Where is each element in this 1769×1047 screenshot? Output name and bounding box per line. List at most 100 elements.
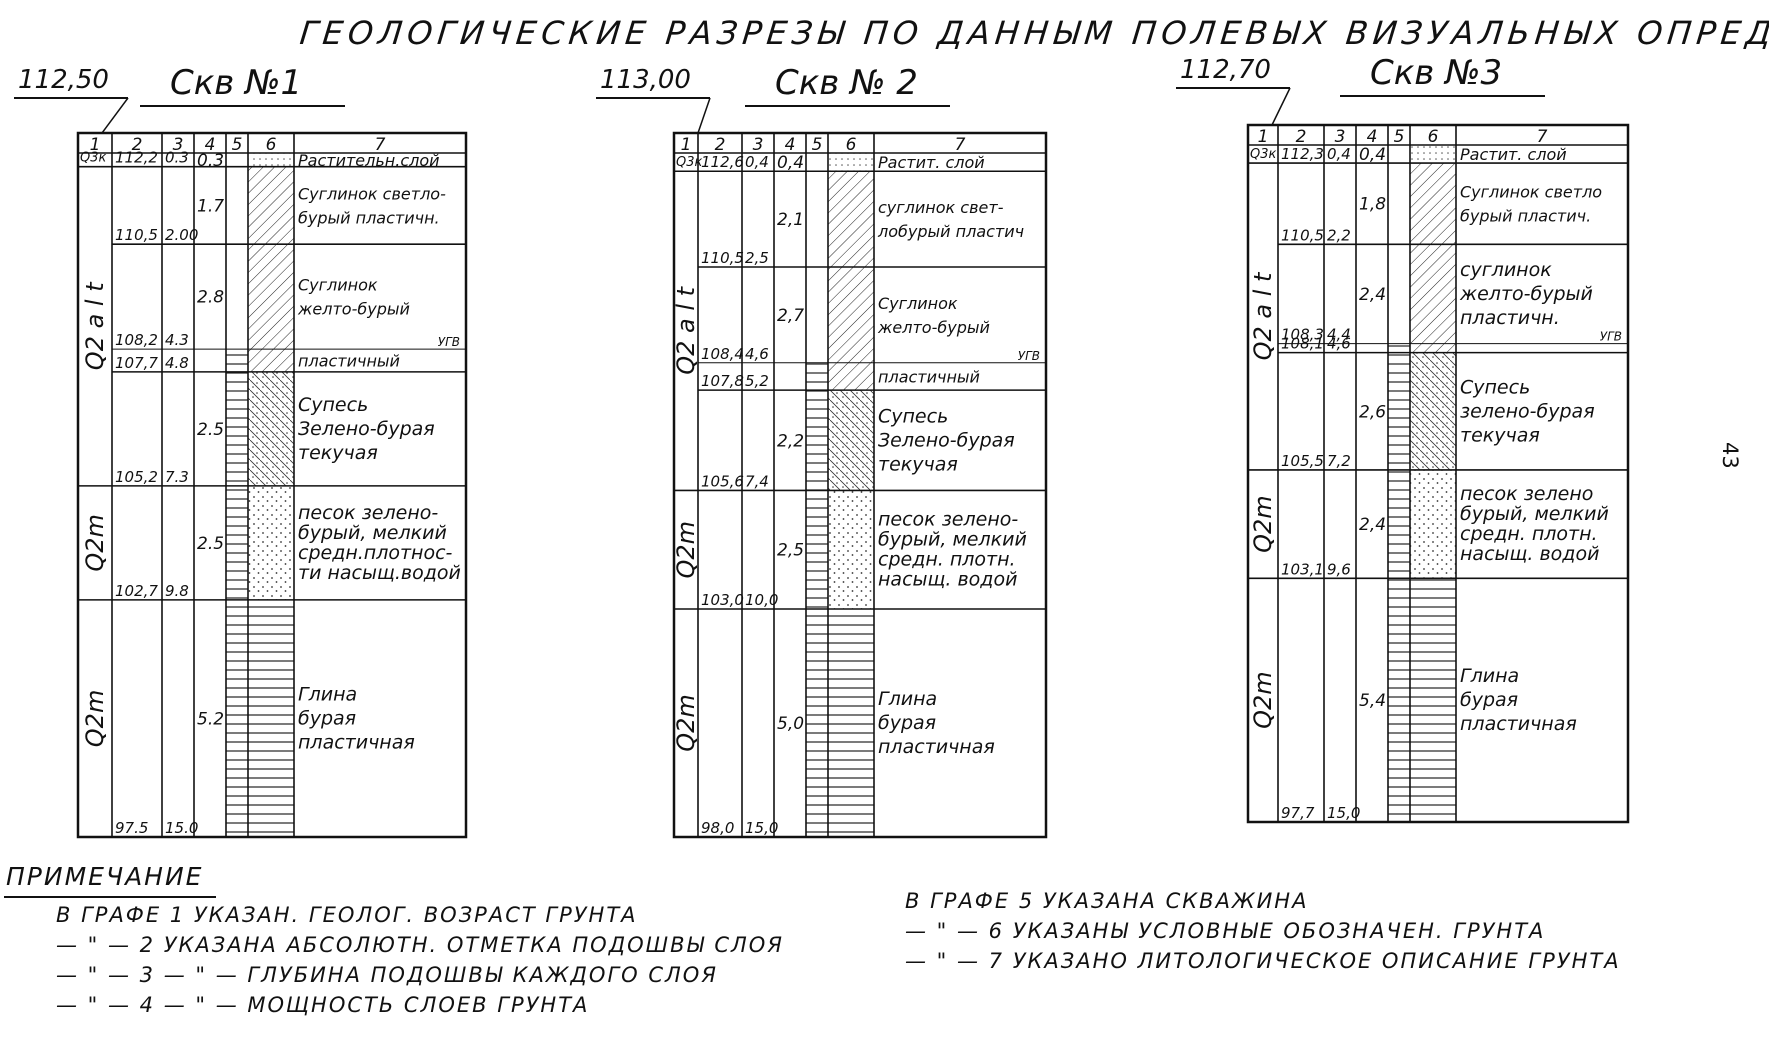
thickness-value: 2,2 [777,431,804,451]
well-title: Скв № 2 [775,63,918,103]
thickness-value: 5,4 [1359,691,1386,711]
notes-underline [4,896,216,898]
lithology-description: песок зелено- [298,502,438,524]
well-column-fill [806,362,828,837]
note-line: — " — 3 — " — ГЛУБИНА ПОДОШВЫ КАЖДОГО СЛ… [56,963,718,987]
column-header: 2 [132,135,143,155]
column-header: 4 [785,135,796,155]
abs-elevation-value: 98,0 [701,819,734,837]
abs-elevation-value: 107,8 [701,372,744,390]
thickness-value: 0,4 [1359,145,1386,165]
lithology-description: бурая [298,707,356,729]
well-top-elevation: 113,00 [600,65,691,95]
lithology-description: бурая [1460,689,1518,711]
layer-pattern [248,349,294,372]
layer-pattern [1410,352,1456,470]
layer-pattern [248,599,294,837]
depth-value: 0.3 [165,149,189,167]
lithology-description: средн. плотн. [1460,523,1598,545]
layer-pattern [1410,343,1456,353]
column-header: 6 [1428,127,1439,147]
column-header: 2 [1296,127,1307,147]
abs-elevation-value: 108,4 [701,345,744,363]
depth-value: 2.00 [165,226,198,244]
lithology-description: насыщ. водой [1460,543,1599,565]
abs-elevation-value: 112,2 [115,149,158,167]
column-header: 1 [1258,127,1269,147]
thickness-value: 1,8 [1359,195,1386,215]
depth-value: 15.0 [165,819,198,837]
depth-value: 0,4 [1327,145,1351,163]
column-header: 7 [955,135,966,155]
abs-elevation-value: 97.5 [115,819,148,837]
column-header: 3 [753,135,764,155]
column-header: 3 [1335,127,1346,147]
abs-elevation-value: 103,0 [701,591,744,609]
layer-pattern [828,490,874,609]
lithology-description: пластичная [1460,713,1577,735]
lithology-description: песок зелено- [878,509,1018,531]
lithology-description: пластичн. [1460,307,1560,329]
layer-pattern [828,153,874,172]
column-header: 6 [266,135,277,155]
depth-value: 4,6 [745,345,769,363]
lithology-description: текучая [1460,424,1540,446]
lithology-description: текучая [298,442,378,464]
layer-pattern [248,153,294,167]
depth-value: 2,5 [745,249,769,267]
groundwater-label: УГВ [438,335,460,349]
depth-value: 9,6 [1327,560,1351,578]
note-line: В ГРАФЕ 1 УКАЗАН. ГЕОЛОГ. ВОЗРАСТ ГРУНТА [56,903,638,927]
thickness-value: 2,6 [1359,402,1386,422]
elevation-pointer [1271,87,1291,126]
age-value: Q3к [80,151,107,166]
lithology-description: средн.плотнос- [298,542,453,564]
depth-value: 0,4 [745,153,769,171]
layer-pattern [1410,145,1456,164]
well-top-elevation: 112,70 [1180,55,1271,85]
lithology-description: пластичная [298,731,415,753]
lithology-description: суглинок свет- [878,198,1004,217]
lithology-description: Растит. слой [1460,145,1567,164]
layer-pattern [828,609,874,837]
layer-pattern [828,390,874,491]
lithology-description: пластичная [878,736,995,758]
layer-pattern [248,371,294,486]
column-header: 1 [681,135,692,155]
lithology-description: Супесь [878,405,948,427]
depth-value: 4.3 [165,331,189,349]
age-group-label: Q2m [1249,671,1277,729]
thickness-value: 5,0 [777,714,804,734]
lithology-description: текучая [878,453,958,475]
abs-elevation-value: 110,5 [115,226,158,244]
abs-elevation-value: 112,3 [1281,145,1324,163]
abs-elevation-value: 108,3 [1281,326,1324,344]
lithology-description: средн. плотн. [878,549,1016,571]
age-value: Q3к [1250,147,1277,162]
column-header: 4 [1367,127,1378,147]
lithology-description: ти насыщ.водой [298,562,461,584]
lithology-description: Растительн.слой [298,151,440,170]
depth-value: 7,4 [745,472,769,490]
age-group-label: Q2 a l t [1249,271,1277,360]
log-table-frame [672,131,1048,839]
thickness-value: 1.7 [197,196,224,216]
note-line: — " — 6 УКАЗАНЫ УСЛОВНЫЕ ОБОЗНАЧЕН. ГРУН… [905,919,1546,943]
lithology-description: лобурый пластич [877,222,1024,241]
abs-elevation-value: 107,7 [115,354,158,372]
lithology-description: суглинок [1460,259,1552,281]
abs-elevation-value: 103,1 [1281,560,1324,578]
abs-elevation-value: 105,6 [701,472,744,490]
depth-value: 4.8 [165,354,189,372]
lithology-description: желто-бурый [297,300,410,319]
elevation-pointer [101,97,129,134]
lithology-description: желто-бурый [1459,283,1593,305]
well-column-fill [1388,343,1410,822]
age-group-label: Q2 a l t [81,281,109,370]
depth-value: 15,0 [1327,804,1360,822]
lithology-description: Супесь [298,394,368,416]
log-table-frame [76,131,468,839]
abs-elevation-value: 97,7 [1281,804,1315,822]
